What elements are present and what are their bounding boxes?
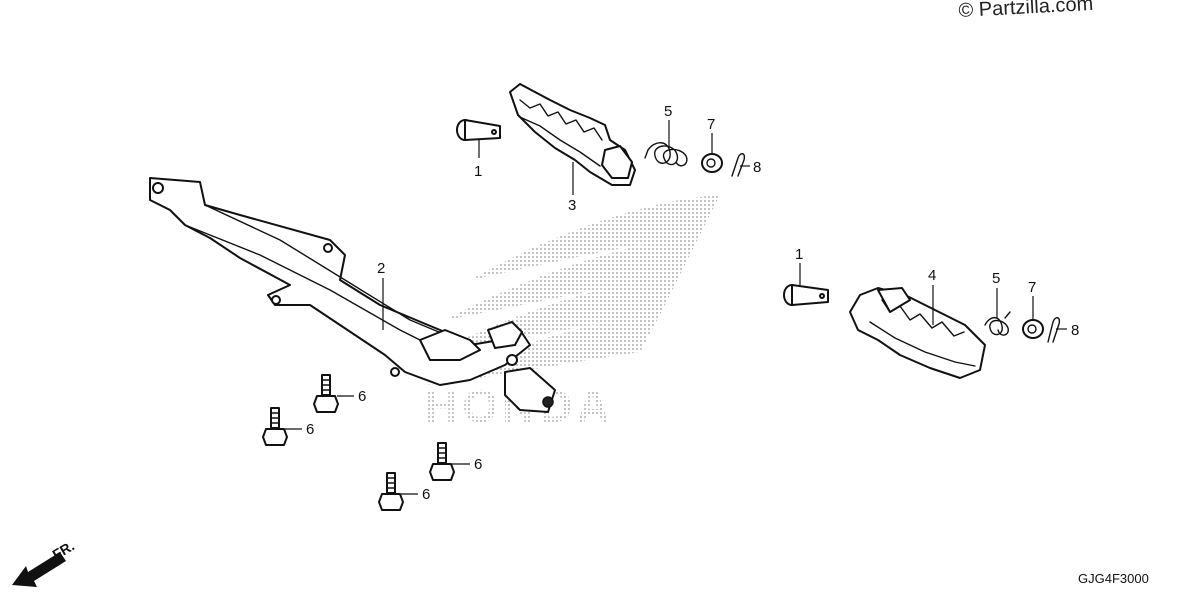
callout-pin-left: 1 — [474, 163, 482, 180]
callout-main-step-bar: 2 — [377, 260, 385, 277]
pin-right — [783, 284, 829, 306]
callout-cotter-pin-left: 8 — [753, 159, 761, 176]
leader-lines — [285, 120, 1067, 495]
bolt-3 — [429, 442, 455, 481]
callout-bolt-2: 6 — [306, 421, 314, 438]
callout-spring-right: 5 — [992, 270, 1000, 287]
callout-bolt-4: 6 — [422, 486, 430, 503]
callout-spring-left: 5 — [664, 103, 672, 120]
main-step-bar — [149, 177, 556, 413]
callout-pin-right: 1 — [795, 246, 803, 263]
honda-wing-watermark: HONDA — [425, 195, 720, 432]
callout-labels: 1 3 5 7 8 2 1 4 5 7 8 6 6 6 6 — [306, 103, 1079, 503]
front-arrow-icon — [12, 552, 66, 587]
callout-washer-left: 7 — [707, 116, 715, 133]
right-footpeg — [849, 287, 986, 379]
diagram-code: GJG4F3000 — [1078, 571, 1149, 586]
cotter-pin-right — [1047, 317, 1061, 343]
callout-left-footpeg: 3 — [568, 197, 576, 214]
spring-right — [984, 311, 1011, 336]
bolt-1 — [313, 374, 339, 413]
callout-cotter-pin-right: 8 — [1071, 322, 1079, 339]
cotter-pin-left — [731, 153, 746, 177]
pin-left — [456, 119, 501, 141]
left-footpeg — [509, 83, 636, 186]
callout-washer-right: 7 — [1028, 279, 1036, 296]
front-direction-indicator: FR. — [12, 537, 77, 587]
callout-bolt-3: 6 — [474, 456, 482, 473]
washer-left — [701, 153, 723, 173]
bolt-4 — [378, 472, 404, 511]
callout-bolt-1: 6 — [358, 388, 366, 405]
washer-right — [1022, 319, 1044, 339]
spring-left — [644, 142, 688, 167]
bolt-2 — [262, 407, 288, 446]
callout-right-footpeg: 4 — [928, 267, 936, 284]
